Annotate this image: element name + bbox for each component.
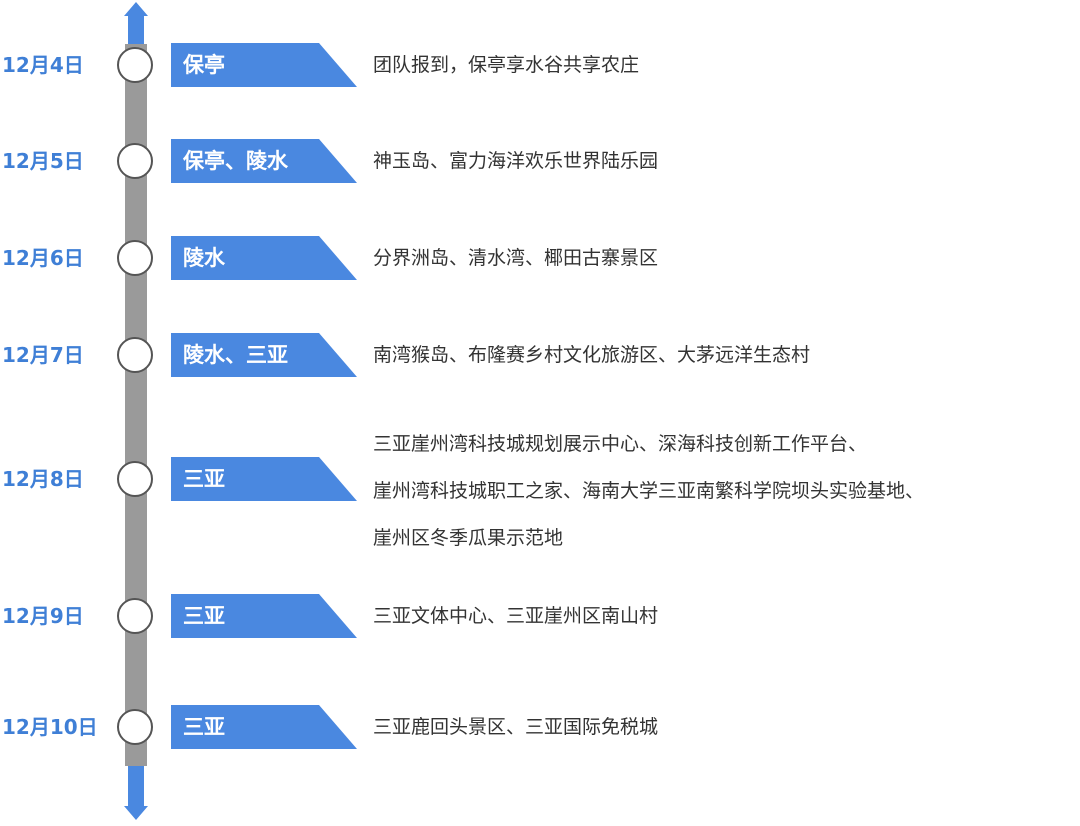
timeline-node	[117, 143, 153, 179]
timeline-node	[117, 337, 153, 373]
timeline-bottom-arrow-icon	[122, 766, 150, 822]
entry-date: 12月5日	[2, 149, 84, 173]
place-tag: 三亚	[171, 705, 357, 749]
place-tag: 保亭、陵水	[171, 139, 357, 183]
description-line: 崖州湾科技城职工之家、海南大学三亚南繁科学院坝头实验基地、	[373, 480, 925, 502]
description-line: 三亚崖州湾科技城规划展示中心、深海科技创新工作平台、	[373, 433, 868, 455]
entry-date: 12月6日	[2, 246, 84, 270]
place-label: 陵水	[183, 246, 225, 270]
timeline-node	[117, 598, 153, 634]
place-label: 三亚	[183, 604, 225, 628]
entry-date: 12月10日	[2, 715, 98, 739]
entry-description: 南湾猴岛、布隆赛乡村文化旅游区、大茅远洋生态村	[373, 344, 811, 366]
place-tag: 三亚	[171, 594, 357, 638]
entry-date: 12月9日	[2, 604, 84, 628]
place-label: 陵水、三亚	[183, 343, 288, 367]
entry-description: 团队报到，保亭享水谷共享农庄	[373, 54, 640, 76]
entry-date: 12月7日	[2, 343, 84, 367]
timeline-node	[117, 47, 153, 83]
timeline-node	[117, 461, 153, 497]
place-label: 保亭	[183, 53, 225, 77]
entry-description: 神玉岛、富力海洋欢乐世界陆乐园	[373, 150, 659, 172]
description-line: 崖州区冬季瓜果示范地	[373, 527, 564, 549]
place-label: 三亚	[183, 715, 225, 739]
entry-date: 12月4日	[2, 53, 84, 77]
timeline-top-arrow-icon	[122, 0, 150, 44]
place-label: 三亚	[183, 467, 225, 491]
entry-description: 分界洲岛、清水湾、椰田古寨景区	[373, 247, 659, 269]
place-label: 保亭、陵水	[183, 149, 288, 173]
place-tag: 保亭	[171, 43, 357, 87]
background-haze	[0, 560, 1080, 824]
place-tag: 陵水	[171, 236, 357, 280]
timeline-node	[117, 240, 153, 276]
timeline-axis	[125, 44, 147, 766]
entry-description: 三亚鹿回头景区、三亚国际免税城	[373, 716, 659, 738]
entry-description: 三亚文体中心、三亚崖州区南山村	[373, 605, 659, 627]
timeline-node	[117, 709, 153, 745]
place-tag: 陵水、三亚	[171, 333, 357, 377]
entry-date: 12月8日	[2, 467, 84, 491]
place-tag: 三亚	[171, 457, 357, 501]
